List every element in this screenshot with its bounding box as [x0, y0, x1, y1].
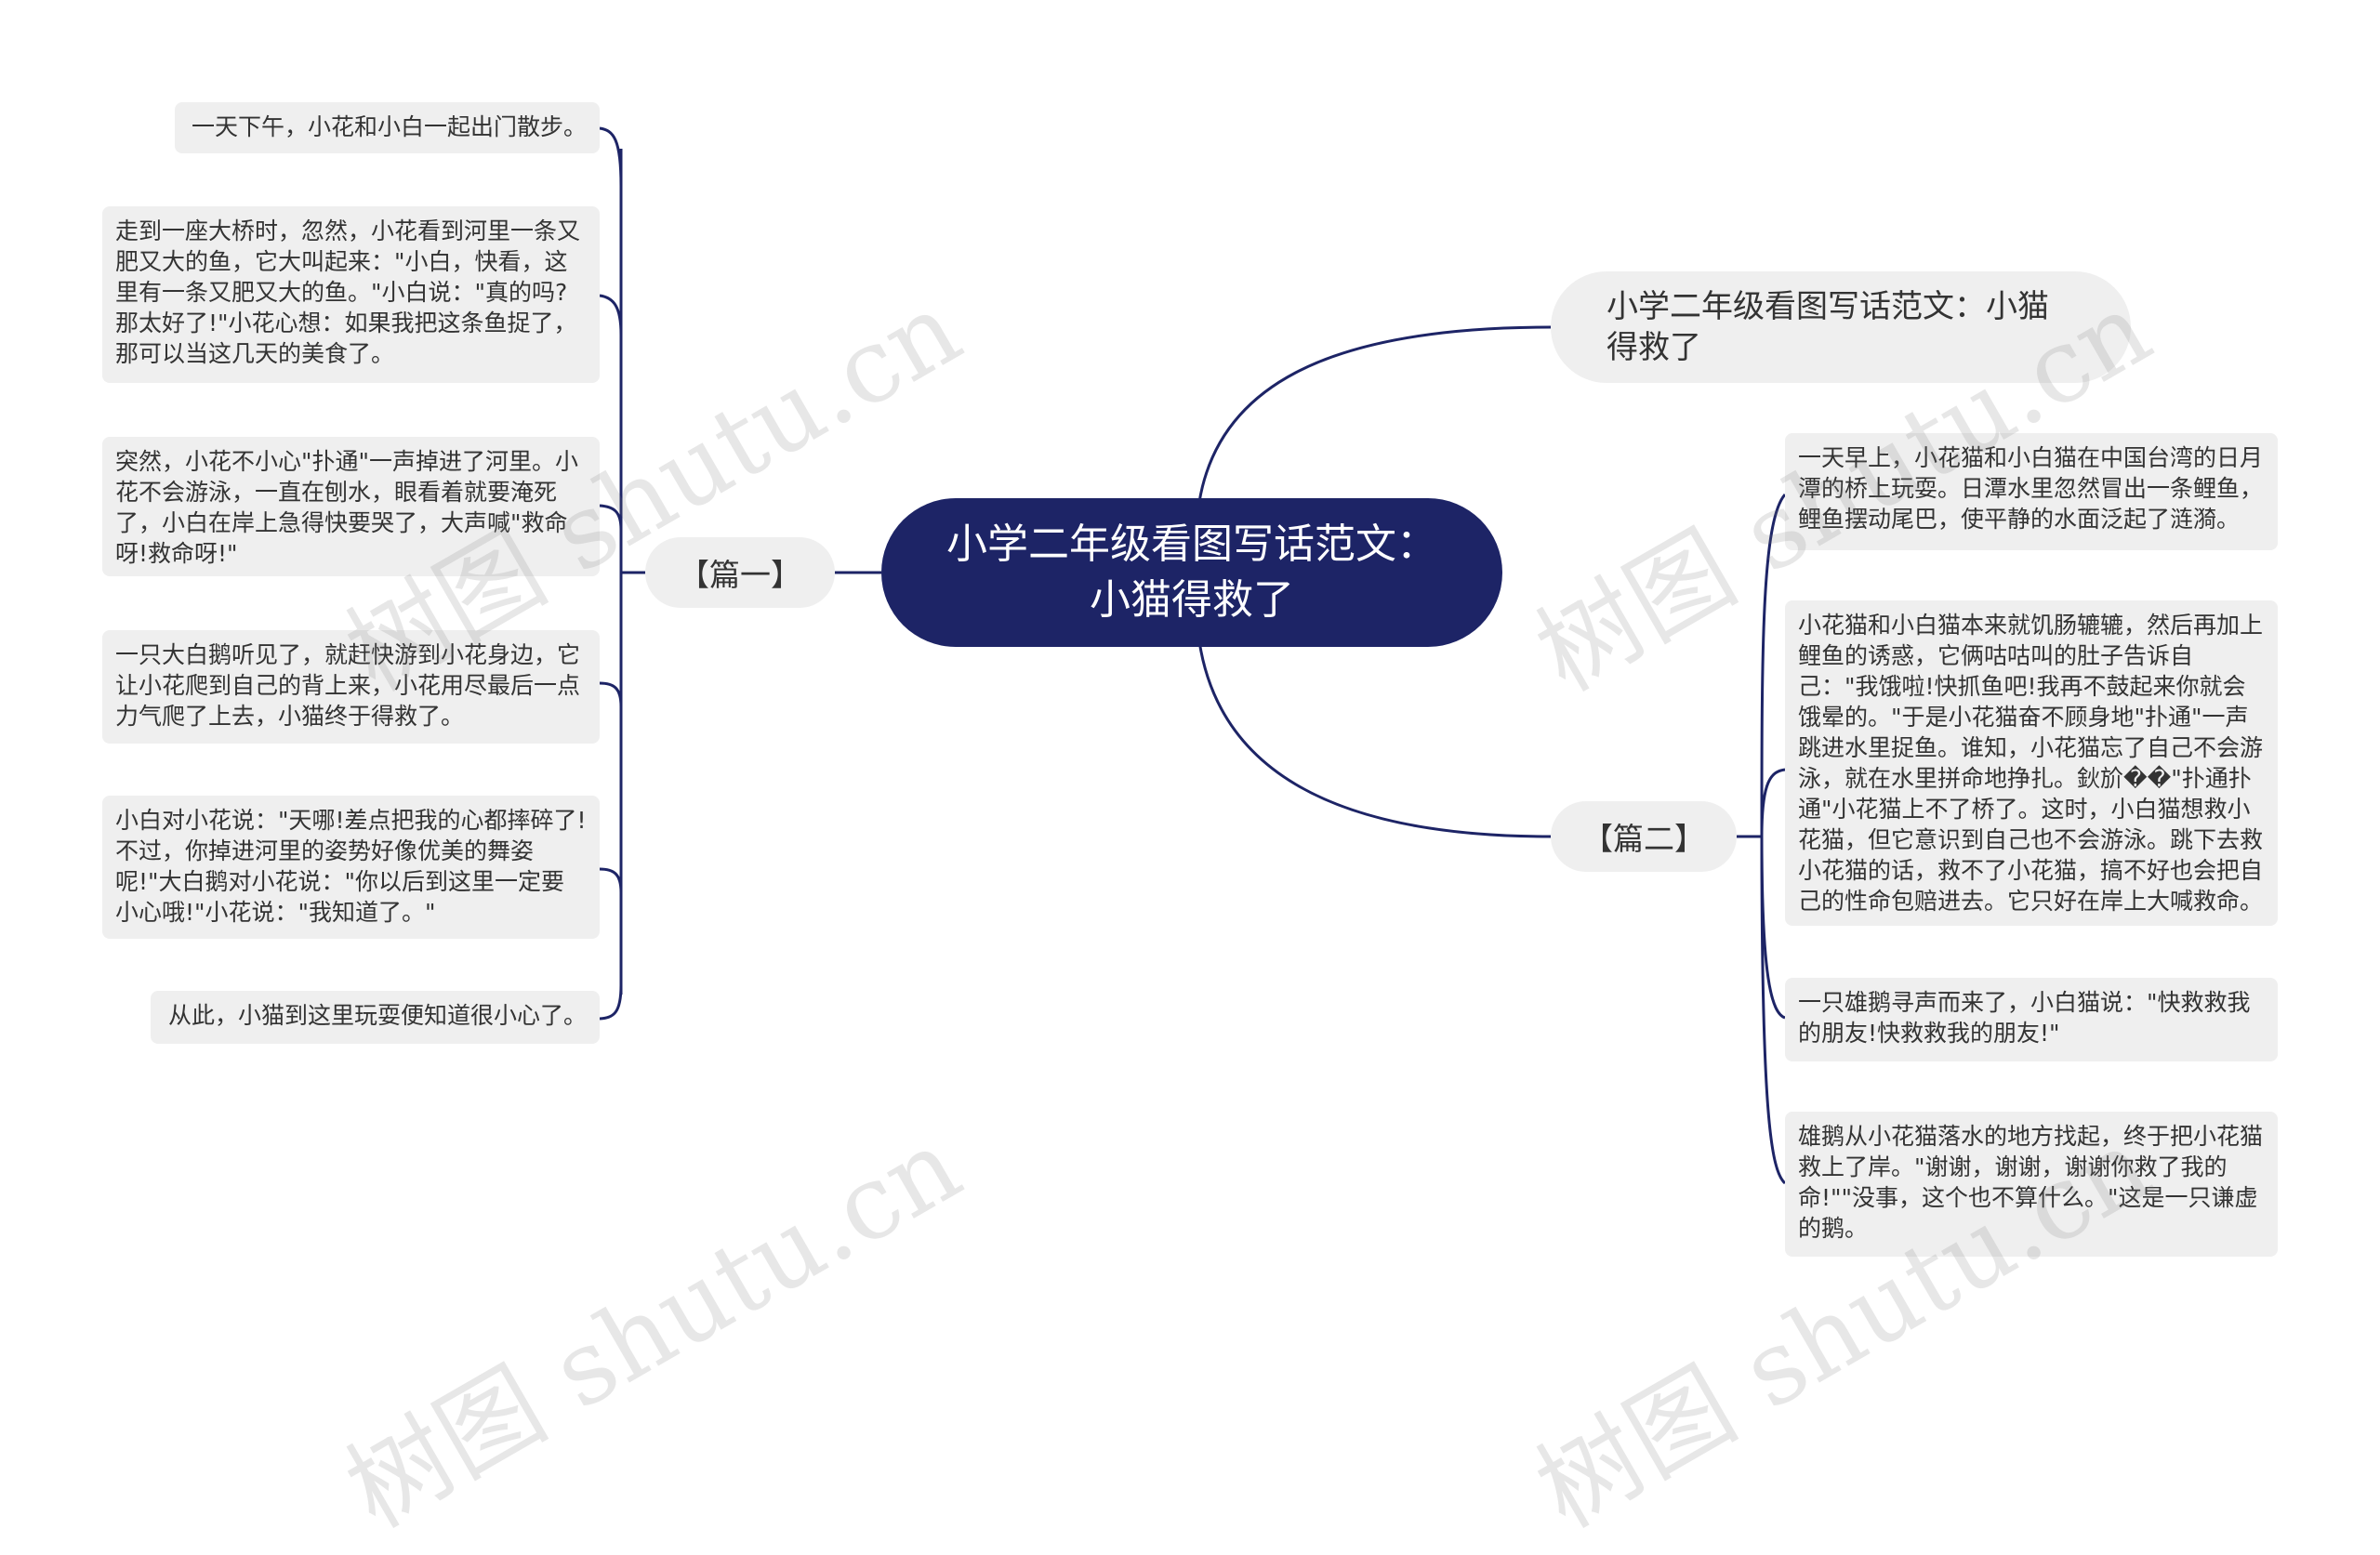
leaf-2-2[interactable]: 小花猫和小白猫本来就饥肠辘辘，然后再加上鲤鱼的诱惑，它俩咕咕叫的肚子告诉自己："…: [1785, 600, 2278, 926]
link-root-branch2: [1197, 640, 1552, 838]
leaf-1-4-text: 一只大白鹅听见了，就赶快游到小花身边，它让小花爬到自己的背上来，小花用尽最后一点…: [115, 641, 581, 730]
leaf-1-2[interactable]: 走到一座大桥时，忽然，小花看到河里一条又肥又大的鱼，它大叫起来："小白，快看，这…: [102, 206, 600, 383]
trunk-right: [1760, 494, 1787, 837]
leaf-1-5-text: 小白对小花说："天哪!差点把我的心都摔碎了!不过，你掉进河里的姿势好像优美的舞姿…: [115, 807, 587, 926]
leaf-1-6[interactable]: 从此，小猫到这里玩耍便知道很小心了。: [151, 991, 600, 1044]
root-node[interactable]: 小学二年级看图写话范文：小猫得救了: [881, 498, 1502, 647]
leaf-2-3-text: 一只雄鹅寻声而来了，小白猫说："快救救我的朋友!快救救我的朋友!": [1798, 989, 2251, 1047]
leaf-2-4[interactable]: 雄鹅从小花猫落水的地方找起，终于把小花猫救上了岸。"谢谢，谢谢，谢谢你救了我的命…: [1785, 1112, 2278, 1257]
branch-pian-1-label: 【篇一】: [679, 557, 801, 593]
branch-pian-2[interactable]: 【篇二】: [1551, 801, 1737, 872]
title-node[interactable]: 小学二年级看图写话范文：小猫得救了: [1551, 271, 2131, 383]
branch-pian-2-label: 【篇二】: [1582, 821, 1705, 857]
connector-lines: [599, 126, 1787, 1185]
leaf-1-4[interactable]: 一只大白鹅听见了，就赶快游到小花身边，它让小花爬到自己的背上来，小花用尽最后一点…: [102, 630, 600, 744]
root-title: 小学二年级看图写话范文：小猫得救了: [946, 521, 1437, 624]
title-node-text: 小学二年级看图写话范文：小猫得救了: [1606, 288, 2049, 366]
leaf-1-3-text: 突然，小花不小心"扑通"一声掉进了河里。小花不会游泳，一直在刨水，眼看着就要淹死…: [115, 448, 578, 567]
branch-pian-1[interactable]: 【篇一】: [645, 537, 835, 608]
leaf-1-5[interactable]: 小白对小花说："天哪!差点把我的心都摔碎了!不过，你掉进河里的姿势好像优美的舞姿…: [102, 796, 600, 939]
leaf-1-1[interactable]: 一天下午，小花和小白一起出门散步。: [175, 102, 600, 153]
link-root-title: [1197, 325, 1552, 503]
leaf-1-1-text: 一天下午，小花和小白一起出门散步。: [191, 113, 587, 140]
leaf-2-1-text: 一天早上，小花猫和小白猫在中国台湾的日月潭的桥上玩耍。日潭水里忽然冒出一条鲤鱼，…: [1798, 444, 2264, 533]
leaf-1-6-text: 从此，小猫到这里玩耍便知道很小心了。: [167, 1002, 587, 1029]
leaf-2-4-text: 雄鹅从小花猫落水的地方找起，终于把小花猫救上了岸。"谢谢，谢谢，谢谢你救了我的命…: [1798, 1123, 2264, 1242]
leaf-1-2-text: 走到一座大桥时，忽然，小花看到河里一条又肥又大的鱼，它大叫起来："小白，快看，这…: [115, 217, 581, 367]
leaf-2-1[interactable]: 一天早上，小花猫和小白猫在中国台湾的日月潭的桥上玩耍。日潭水里忽然冒出一条鲤鱼，…: [1785, 433, 2278, 550]
leaf-1-3[interactable]: 突然，小花不小心"扑通"一声掉进了河里。小花不会游泳，一直在刨水，眼看着就要淹死…: [102, 437, 600, 576]
leaf-2-2-text: 小花猫和小白猫本来就饥肠辘辘，然后再加上鲤鱼的诱惑，它俩咕咕叫的肚子告诉自己："…: [1798, 612, 2264, 915]
leaf-2-3[interactable]: 一只雄鹅寻声而来了，小白猫说："快救救我的朋友!快救救我的朋友!": [1785, 978, 2278, 1061]
